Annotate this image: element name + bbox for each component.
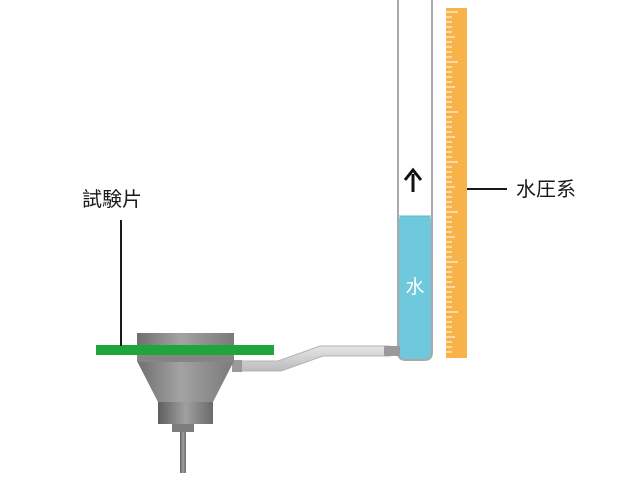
specimen-label-group: 試験片 [82, 187, 142, 346]
funnel-neck [158, 402, 213, 424]
manometer-label: 水圧系 [516, 177, 576, 201]
manometer-scale [446, 8, 467, 358]
manometer-label-group: 水圧系 [467, 177, 576, 201]
specimen-label: 試験片 [82, 187, 142, 211]
pipe-fitting [384, 346, 400, 356]
scale-bar [446, 8, 467, 358]
funnel-needle [180, 424, 186, 473]
water-column [399, 216, 431, 359]
funnel-top [137, 333, 234, 348]
funnel-nozzle [172, 424, 194, 432]
manometer-tube: 水 [397, 0, 433, 361]
funnel-cone [137, 361, 234, 402]
connecting-pipe [232, 345, 400, 372]
funnel-rim [137, 355, 234, 362]
pipe-fitting-left [232, 360, 242, 372]
water-label: 水 [405, 276, 424, 298]
specimen-plate [96, 345, 274, 355]
arrow-up-icon [403, 167, 423, 192]
specimen-holder-funnel [137, 333, 234, 473]
scale-ticks [446, 11, 458, 353]
